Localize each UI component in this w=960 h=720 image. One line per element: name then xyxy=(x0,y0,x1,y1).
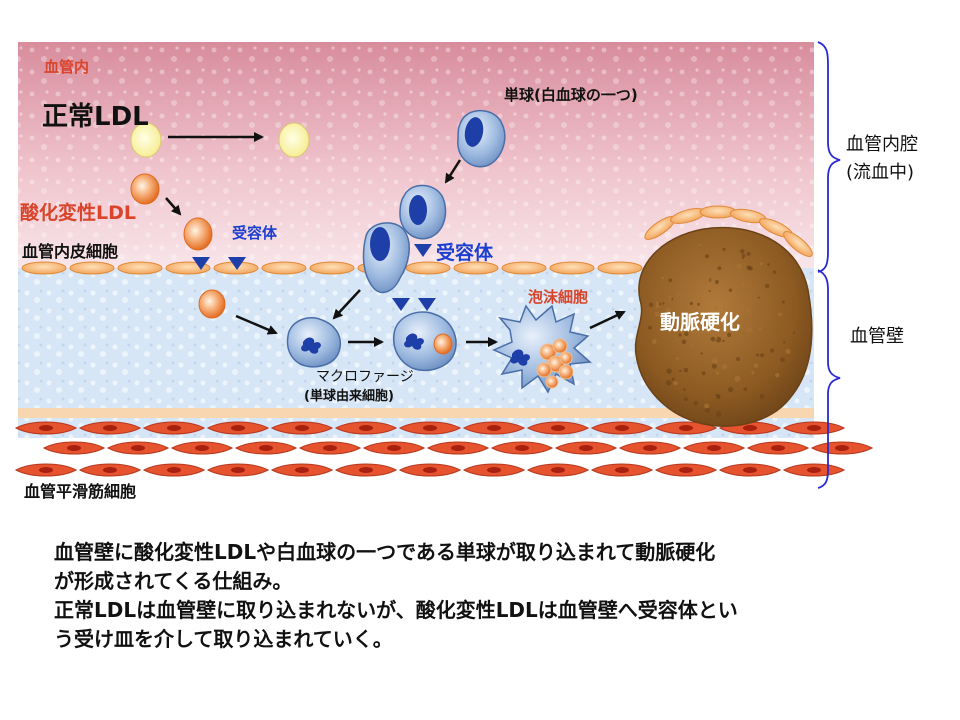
plaque-texture xyxy=(648,243,795,417)
macrophage-cell xyxy=(286,316,342,368)
oxidized-ldl-particle xyxy=(198,289,226,319)
receptor-icon xyxy=(192,257,210,270)
atherosclerotic-plaque xyxy=(634,226,813,427)
macrophage-sub-label: (単球由来細胞) xyxy=(304,389,394,404)
lipid-droplet xyxy=(558,364,574,380)
monocyte-to-macrophage-arrow xyxy=(332,289,361,320)
endothelial-cell xyxy=(117,261,163,275)
lipid-droplet xyxy=(552,338,568,354)
monocyte-cell xyxy=(399,184,447,240)
oxidized-ldl-label: 酸化変性LDL xyxy=(20,202,136,224)
monocyte-cell xyxy=(362,222,410,294)
lipid-droplet xyxy=(536,362,552,378)
lumen-inner-label: 血管内 xyxy=(44,58,90,76)
endothelium-label: 血管内皮細胞 xyxy=(22,242,119,261)
oxidized-ldl-arrow xyxy=(165,197,182,216)
normal-ldl-label: 正常LDL xyxy=(42,102,149,132)
macrophage-label: マクロファージ xyxy=(316,369,414,385)
endothelial-cell xyxy=(453,261,499,275)
receptor-icon xyxy=(418,298,436,311)
caption-line: 正常LDLは血管壁に取り込まれないが、酸化変性LDLは血管壁へ受容体とい xyxy=(54,598,738,622)
receptor-label-right: 受容体 xyxy=(436,242,494,264)
monocyte-arrow xyxy=(444,159,462,184)
caption-line: 血管壁に酸化変性LDLや白血球の一つである単球が取り込まれて動脈硬化 xyxy=(54,540,716,564)
foam-to-plaque-arrow xyxy=(589,310,626,330)
caption-line: う受け皿を介して取り込まれていく。 xyxy=(54,627,393,651)
monocyte-cell xyxy=(457,110,506,168)
foam-lipid-droplets xyxy=(536,338,574,389)
endothelial-cell xyxy=(549,261,595,275)
endothelial-cell xyxy=(309,261,355,275)
oxidized-ldl-particle xyxy=(183,217,213,251)
endothelial-cell xyxy=(597,261,643,275)
macrophage-cell xyxy=(392,311,457,372)
lumen-side-label: 血管内腔 xyxy=(846,134,918,155)
caption-line: が形成されてくる仕組み。 xyxy=(54,569,293,593)
lumen-brace xyxy=(817,41,841,273)
endothelial-cell xyxy=(501,261,547,275)
wall-brace xyxy=(817,269,841,489)
foam-cell-label: 泡沫細胞 xyxy=(528,288,589,306)
receptor-icon xyxy=(228,257,246,270)
endothelial-cell xyxy=(21,261,67,275)
normal-ldl-particle xyxy=(130,122,162,158)
caption: 血管壁に酸化変性LDLや白血球の一つである単球が取り込まれて動脈硬化 が形成され… xyxy=(54,538,924,654)
lumen-side-sublabel: (流血中) xyxy=(846,162,915,183)
oxidized-ldl-particle xyxy=(130,173,160,205)
wall-side-label: 血管壁 xyxy=(850,326,904,347)
endothelial-cell xyxy=(261,261,307,275)
ldl-to-macrophage-arrow xyxy=(235,314,278,335)
lipid-droplet xyxy=(545,375,559,389)
smooth-muscle-label: 血管平滑筋細胞 xyxy=(24,482,137,501)
receptor-icon xyxy=(414,244,432,257)
endothelial-cell xyxy=(69,261,115,275)
atherosclerosis-label: 動脈硬化 xyxy=(660,310,740,334)
normal-ldl-particle xyxy=(278,122,310,158)
monocyte-label: 単球(白血球の一つ) xyxy=(504,86,638,104)
elastic-lamina xyxy=(18,408,814,418)
receptor-icon xyxy=(392,298,410,311)
plaque-endothelial-cap xyxy=(644,205,813,257)
smooth-muscle-layer xyxy=(14,421,874,477)
endothelial-cell xyxy=(783,231,813,257)
lipid-droplet xyxy=(559,351,573,365)
receptor-label-left: 受容体 xyxy=(232,224,278,242)
